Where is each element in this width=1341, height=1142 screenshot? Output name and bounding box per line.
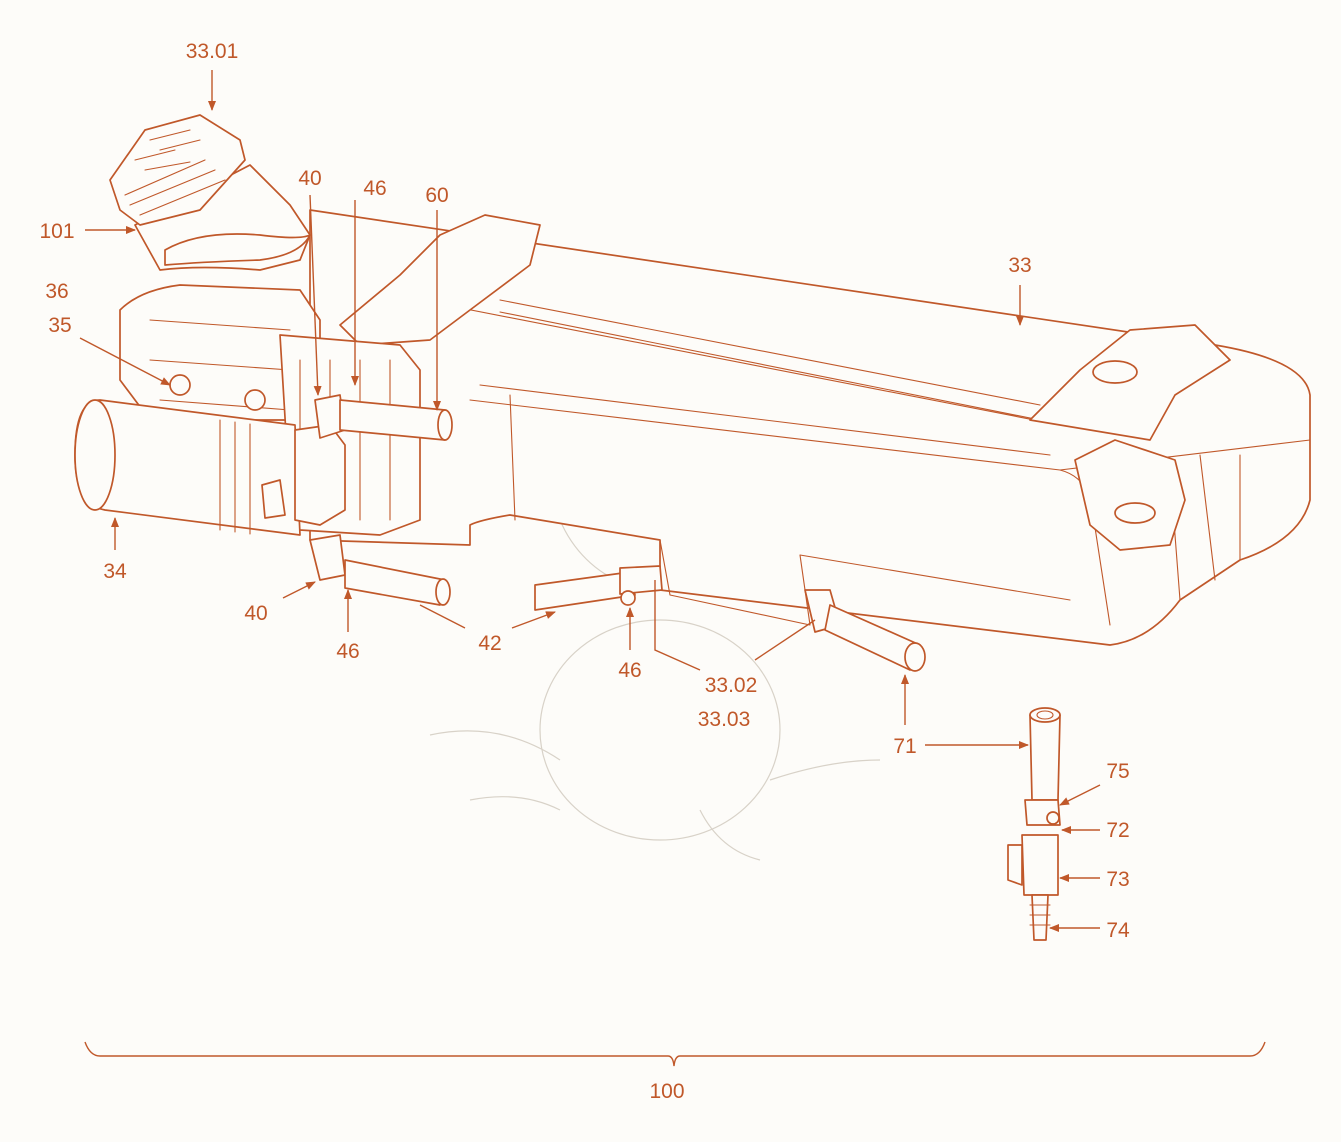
fittings	[309, 394, 1071, 672]
label-46-bottom-mid: 46	[618, 659, 641, 682]
label-75: 75	[1106, 760, 1129, 783]
filler-neck	[109, 114, 311, 271]
label-46-top: 46	[363, 177, 386, 200]
label-72: 72	[1106, 819, 1129, 842]
label-33-02: 33.02	[705, 674, 758, 697]
label-40-top: 40	[298, 167, 321, 190]
callout-labels: 33.01 101 40 46 60 36 35 33 34 40 46 42 …	[39, 40, 1130, 1103]
label-33: 33	[1008, 254, 1031, 277]
label-40-bottom: 40	[244, 602, 267, 625]
assembly-brace	[84, 1041, 1266, 1067]
label-36: 36	[45, 280, 68, 303]
tank-33	[309, 209, 1311, 646]
pump-34	[74, 399, 346, 536]
label-74: 74	[1106, 919, 1130, 942]
label-34: 34	[103, 560, 127, 583]
label-60: 60	[425, 184, 448, 207]
hose-fitting-assembly	[1007, 707, 1061, 941]
leader-lines	[79, 70, 1101, 932]
label-101: 101	[39, 220, 74, 243]
label-33-03: 33.03	[698, 708, 751, 731]
label-73: 73	[1106, 868, 1129, 891]
label-42: 42	[478, 632, 501, 655]
label-100: 100	[649, 1080, 684, 1103]
label-71: 71	[893, 735, 916, 758]
label-35: 35	[48, 314, 71, 337]
label-33-01: 33.01	[186, 40, 239, 63]
label-46-bottom-left: 46	[336, 640, 359, 663]
